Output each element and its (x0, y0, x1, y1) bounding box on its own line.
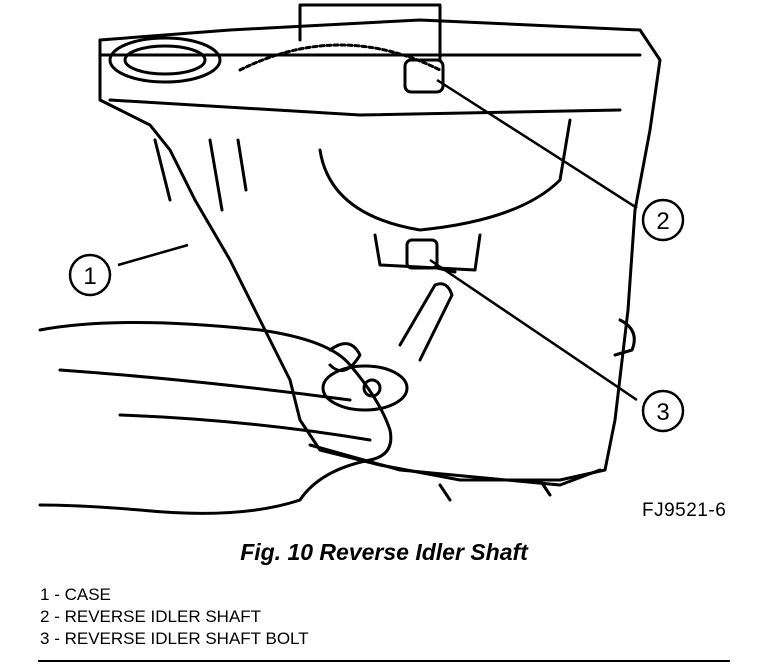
legend-sep: - (49, 629, 65, 648)
legend-row-3: 3 - REVERSE IDLER SHAFT BOLT (40, 628, 309, 650)
figure-code: FJ9521-6 (642, 500, 727, 521)
reverse-idler-shaft-bolt (405, 238, 439, 270)
bottom-rule (38, 660, 730, 662)
wrench-handle (398, 282, 454, 362)
legend-num: 3 (40, 629, 50, 648)
case-lower (318, 118, 572, 232)
gear-teeth (238, 43, 442, 72)
callout-line-1 (117, 243, 189, 267)
svg-text:2: 2 (656, 208, 669, 235)
legend-sep: - (49, 607, 65, 626)
legend-num: 2 (40, 607, 50, 626)
legend-label: REVERSE IDLER SHAFT (64, 607, 262, 626)
transmission-case-illustration: 1 2 3 (38, 3, 685, 515)
svg-text:1: 1 (83, 263, 96, 290)
callout-3: 3 (641, 389, 685, 433)
legend-label: REVERSE IDLER SHAFT BOLT (64, 629, 309, 648)
legend-num: 1 (40, 585, 50, 604)
bottom-cover (308, 443, 602, 487)
figure-caption: Fig. 10 Reverse Idler Shaft (240, 539, 528, 565)
legend: 1 - CASE 2 - REVERSE IDLER SHAFT 3 - REV… (40, 584, 309, 650)
case-flange (98, 53, 642, 117)
callout-line-3 (429, 258, 638, 402)
hand (38, 321, 393, 515)
side-boss (613, 318, 636, 357)
callout-line-2 (436, 78, 638, 210)
wrench-head (321, 364, 409, 412)
callout-1: 1 (68, 253, 112, 297)
legend-row-1: 1 - CASE (40, 584, 309, 606)
bearing-bore (108, 36, 222, 84)
case-outline (98, 18, 662, 482)
legend-sep: - (49, 585, 65, 604)
legend-row-2: 2 - REVERSE IDLER SHAFT (40, 606, 309, 628)
svg-text:3: 3 (656, 399, 669, 426)
reverse-idler-shaft (403, 58, 445, 94)
legend-label: CASE (64, 585, 111, 604)
callout-2: 2 (641, 198, 685, 242)
